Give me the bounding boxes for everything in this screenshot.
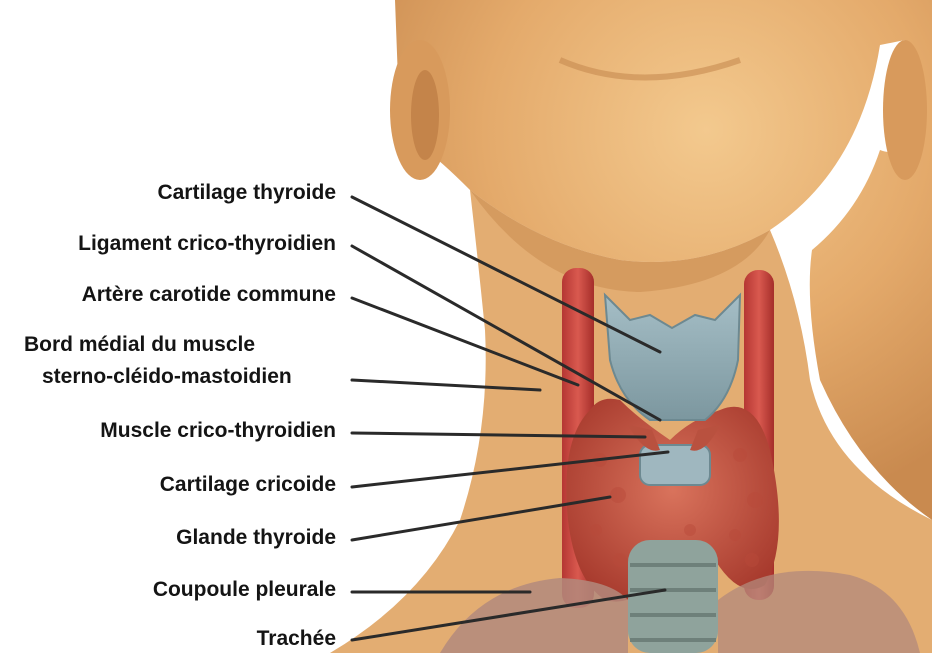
label-bord-medial-line2: sterno-cléido-mastoidien — [42, 365, 292, 389]
label-artere-carotide-commune: Artère carotide commune — [82, 283, 336, 307]
label-muscle-crico-thyroidien: Muscle crico-thyroidien — [100, 419, 336, 443]
trachea-shape — [628, 540, 718, 653]
label-cartilage-thyroide: Cartilage thyroide — [157, 181, 336, 205]
label-cartilage-cricoide: Cartilage cricoide — [160, 473, 336, 497]
label-trachee: Trachée — [257, 627, 336, 651]
label-coupoule-pleurale: Coupoule pleurale — [153, 578, 336, 602]
left-ear-inner — [411, 70, 439, 160]
label-glande-thyroide: Glande thyroide — [176, 526, 336, 550]
right-ear — [883, 40, 927, 180]
label-bord-medial-line1: Bord médial du muscle — [24, 333, 255, 357]
cricoid-cartilage-shape — [640, 445, 710, 485]
label-ligament-crico-thyroidien: Ligament crico-thyroidien — [78, 232, 336, 256]
